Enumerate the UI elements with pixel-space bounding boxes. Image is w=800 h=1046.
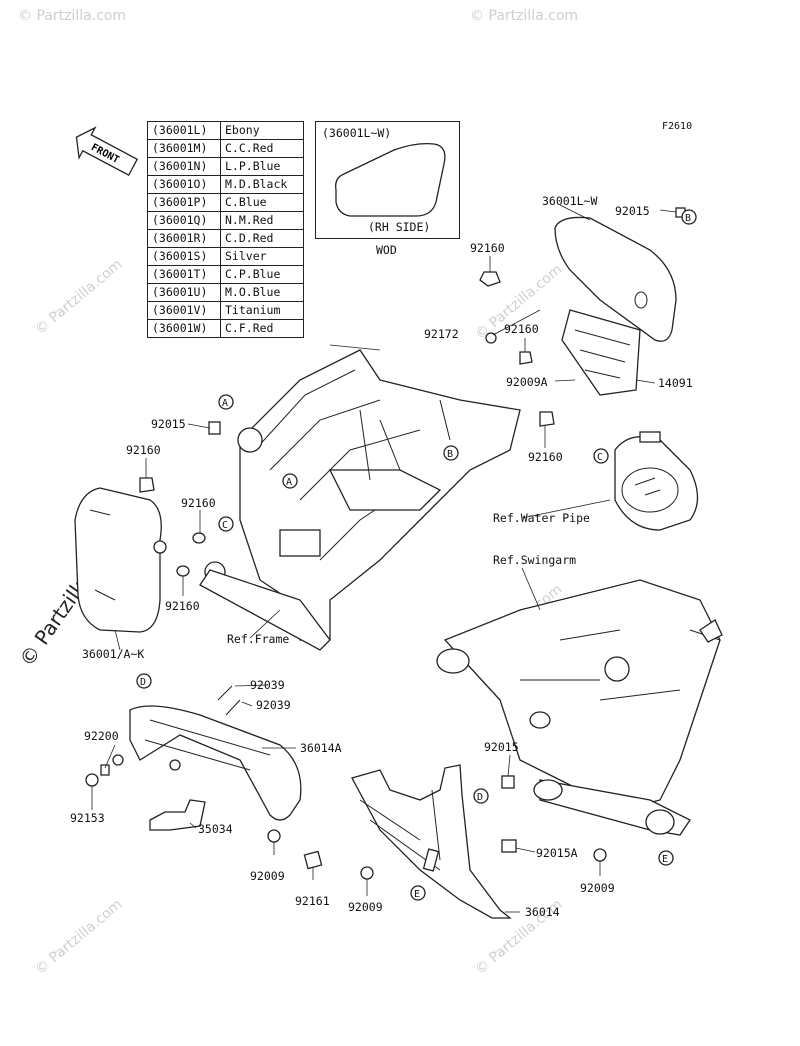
color-table-row: (36001W)C.F.Red (147, 319, 304, 338)
side-cover-left (74, 487, 167, 633)
inset-side-label: (RH SIDE) (368, 220, 431, 234)
figure-code: F2610 (662, 121, 693, 132)
color-table-row: (36001U)M.O.Blue (147, 283, 304, 302)
part-label: 36001L~W (542, 194, 597, 208)
part-label: 92160 (165, 599, 200, 613)
part-label: 92039 (256, 698, 291, 712)
svg-text:C: C (222, 520, 228, 531)
color-name-cell: C.P.Blue (220, 265, 304, 284)
part-label: 36001/A~K (82, 647, 144, 661)
ref-water-pipe: Ref.Water Pipe (493, 511, 590, 525)
part-label: 35034 (198, 822, 233, 836)
front-arrow-icon: FRONT (75, 126, 139, 177)
part-label: 92200 (84, 729, 119, 743)
part-label: 92009A (506, 375, 548, 389)
callout-C: C (593, 448, 609, 464)
callout-A: A (282, 473, 298, 489)
color-table-row: (36001R)C.D.Red (147, 229, 304, 248)
watermark-text: © Partzilla.com (32, 896, 125, 978)
color-name-cell: L.P.Blue (220, 157, 304, 176)
ref-swingarm: Ref.Swingarm (493, 553, 576, 567)
part-code-cell: (36001R) (147, 229, 221, 248)
part-label: 92015 (615, 204, 650, 218)
frame-drawing (199, 349, 521, 651)
svg-text:B: B (685, 213, 691, 224)
svg-text:D: D (477, 792, 483, 803)
part-code-cell: (36001V) (147, 301, 221, 320)
bracket-drawing (149, 799, 206, 831)
part-label: 92160 (504, 322, 539, 336)
svg-text:B: B (447, 449, 453, 460)
side-cover-rh-drawing (335, 142, 446, 217)
svg-text:D: D (140, 677, 146, 688)
part-label: 92009 (250, 869, 285, 883)
color-table-row: (36001T)C.P.Blue (147, 265, 304, 284)
watermark-text: © Partzilla.com (18, 8, 126, 24)
part-label: 36014 (525, 905, 560, 919)
svg-text:E: E (414, 889, 420, 900)
callout-D: D (473, 788, 489, 804)
ref-frame: Ref.Frame (227, 632, 289, 646)
callout-E: E (410, 885, 426, 901)
callout-D: D (136, 673, 152, 689)
svg-text:A: A (222, 398, 228, 409)
part-label: 92009 (348, 900, 383, 914)
inset-caption: WOD (376, 243, 397, 257)
hardware-items (85, 207, 686, 880)
part-label: 14091 (658, 376, 693, 390)
part-code-cell: (36001N) (147, 157, 221, 176)
color-name-cell: C.D.Red (220, 229, 304, 248)
callout-A: A (218, 394, 234, 410)
part-label: 92153 (70, 811, 105, 825)
rh-side-inset: (36001L~W) (RH SIDE) (315, 121, 460, 239)
watermark-text: © Partzilla.com (470, 8, 578, 24)
color-table-row: (36001P)C.Blue (147, 193, 304, 212)
color-variant-table: (36001L)Ebony(36001M)C.C.Red(36001N)L.P.… (147, 121, 304, 338)
part-label: 92160 (528, 450, 563, 464)
watermark-text: © Partzilla.com (32, 256, 125, 338)
color-name-cell: C.Blue (220, 193, 304, 212)
part-label: 92160 (181, 496, 216, 510)
reference-labels: Ref.Water Pipe Ref.Swingarm Ref.Frame (227, 511, 590, 646)
callout-B: B (443, 445, 459, 461)
color-table-row: (36001N)L.P.Blue (147, 157, 304, 176)
part-label: 92015 (151, 417, 186, 431)
callouts: A A B B C C D D E E (136, 209, 697, 901)
color-name-cell: Silver (220, 247, 304, 266)
part-label: 92039 (250, 678, 285, 692)
inset-title: (36001L~W) (322, 126, 392, 140)
chain-guard-upper (112, 705, 302, 821)
part-label: 36014A (300, 741, 342, 755)
leader-lines (91, 204, 677, 913)
swingarm-drawing (436, 579, 723, 836)
part-label: 92015A (536, 846, 578, 860)
color-table-row: (36001V)Titanium (147, 301, 304, 320)
part-labels: 36001L~W 92015 92160 92172 92160 92009A … (70, 194, 693, 919)
part-label: 92161 (295, 894, 330, 908)
part-label: 92009 (580, 881, 615, 895)
part-label: 92160 (126, 443, 161, 457)
svg-text:E: E (662, 854, 668, 865)
color-table-row: (36001Q)N.M.Red (147, 211, 304, 230)
callout-C: C (218, 516, 234, 532)
part-label: 92160 (470, 241, 505, 255)
callout-B: B (681, 209, 697, 225)
water-pipe-drawing (614, 431, 699, 531)
color-table-row: (36001S)Silver (147, 247, 304, 266)
color-name-cell: M.O.Blue (220, 283, 304, 302)
color-name-cell: C.F.Red (220, 319, 304, 338)
color-name-cell: Titanium (220, 301, 304, 320)
callout-E: E (658, 850, 674, 866)
chain-guard-lower (351, 764, 512, 919)
side-cover-right (554, 216, 677, 396)
part-code-cell: (36001T) (147, 265, 221, 284)
part-label: 92172 (424, 327, 459, 341)
svg-text:C: C (597, 452, 603, 463)
part-label: 92015 (484, 740, 519, 754)
svg-text:A: A (286, 477, 292, 488)
